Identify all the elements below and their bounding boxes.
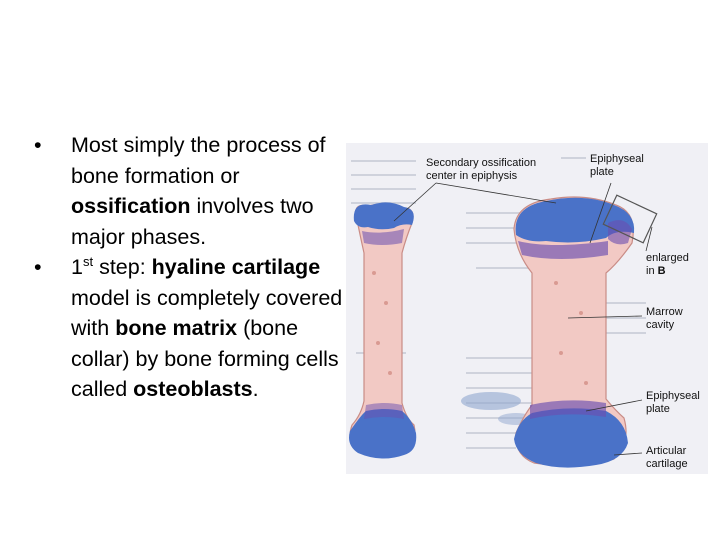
bullet-item-1: • Most simply the process of bone format… — [28, 130, 350, 252]
text-segment: model is completely covered with — [71, 285, 343, 341]
label-line: Epiphyseal — [590, 153, 644, 165]
bone-b — [513, 194, 658, 468]
label-line: Secondary ossification — [426, 157, 537, 169]
bone-a — [349, 202, 417, 459]
bold-term-hyaline-cartilage: hyaline cartilage — [151, 255, 321, 279]
label-line: enlarged — [646, 252, 689, 264]
text-segment: (bone collar) by bone forming cells call… — [71, 316, 339, 401]
bold-term-bone-matrix: bone matrix — [115, 316, 238, 340]
bone-diagram — [349, 157, 658, 468]
bullet-text-1: Most simply the process of bone formatio… — [71, 133, 326, 249]
label-text: in — [646, 264, 658, 277]
label-articular-cartilage: Articular cartilage — [646, 445, 688, 470]
label-line: plate — [590, 165, 614, 178]
label-text-bold: B — [657, 264, 666, 277]
text-segment: involves two major phases. — [71, 194, 314, 249]
bullet-dot: • — [34, 133, 42, 157]
label-line: plate — [646, 402, 670, 415]
text-segment: Most simply the process of bone formatio… — [71, 133, 326, 188]
label-line: Epiphyseal — [646, 390, 700, 402]
label-line: cavity — [646, 318, 675, 331]
label-line: center in epiphysis — [426, 169, 518, 182]
bullet-dot: • — [34, 255, 42, 279]
label-line: Articular — [646, 445, 687, 457]
label-line: in B — [646, 265, 689, 278]
text-segment: step: — [93, 255, 152, 279]
bullet-item-2: • 1st step: hyaline cartilage model is c… — [28, 252, 350, 405]
label-enlarged-in-b: enlarged in B — [646, 252, 689, 277]
bullet-text-2: 1st step: hyaline cartilage model is com… — [71, 255, 342, 401]
label-marrow-cavity: Marrow cavity — [646, 306, 683, 331]
label-secondary-ossification: Secondary ossification center in epiphys… — [426, 157, 536, 182]
text-segment: 1 — [71, 255, 83, 279]
bone-ossification-figure: Secondary ossification center in epiphys… — [346, 143, 708, 474]
label-line: cartilage — [646, 457, 688, 470]
label-epiphyseal-plate-bottom: Epiphyseal plate — [646, 390, 700, 415]
label-epiphyseal-plate-top: Epiphyseal plate — [590, 153, 644, 178]
superscript: st — [82, 253, 94, 269]
bullet-list: • Most simply the process of bone format… — [28, 130, 350, 405]
bold-term-osteoblasts: osteoblasts — [133, 377, 253, 401]
bold-term-ossification: ossification — [71, 194, 191, 218]
text-segment: . — [252, 377, 259, 401]
label-line: Marrow — [646, 306, 683, 318]
